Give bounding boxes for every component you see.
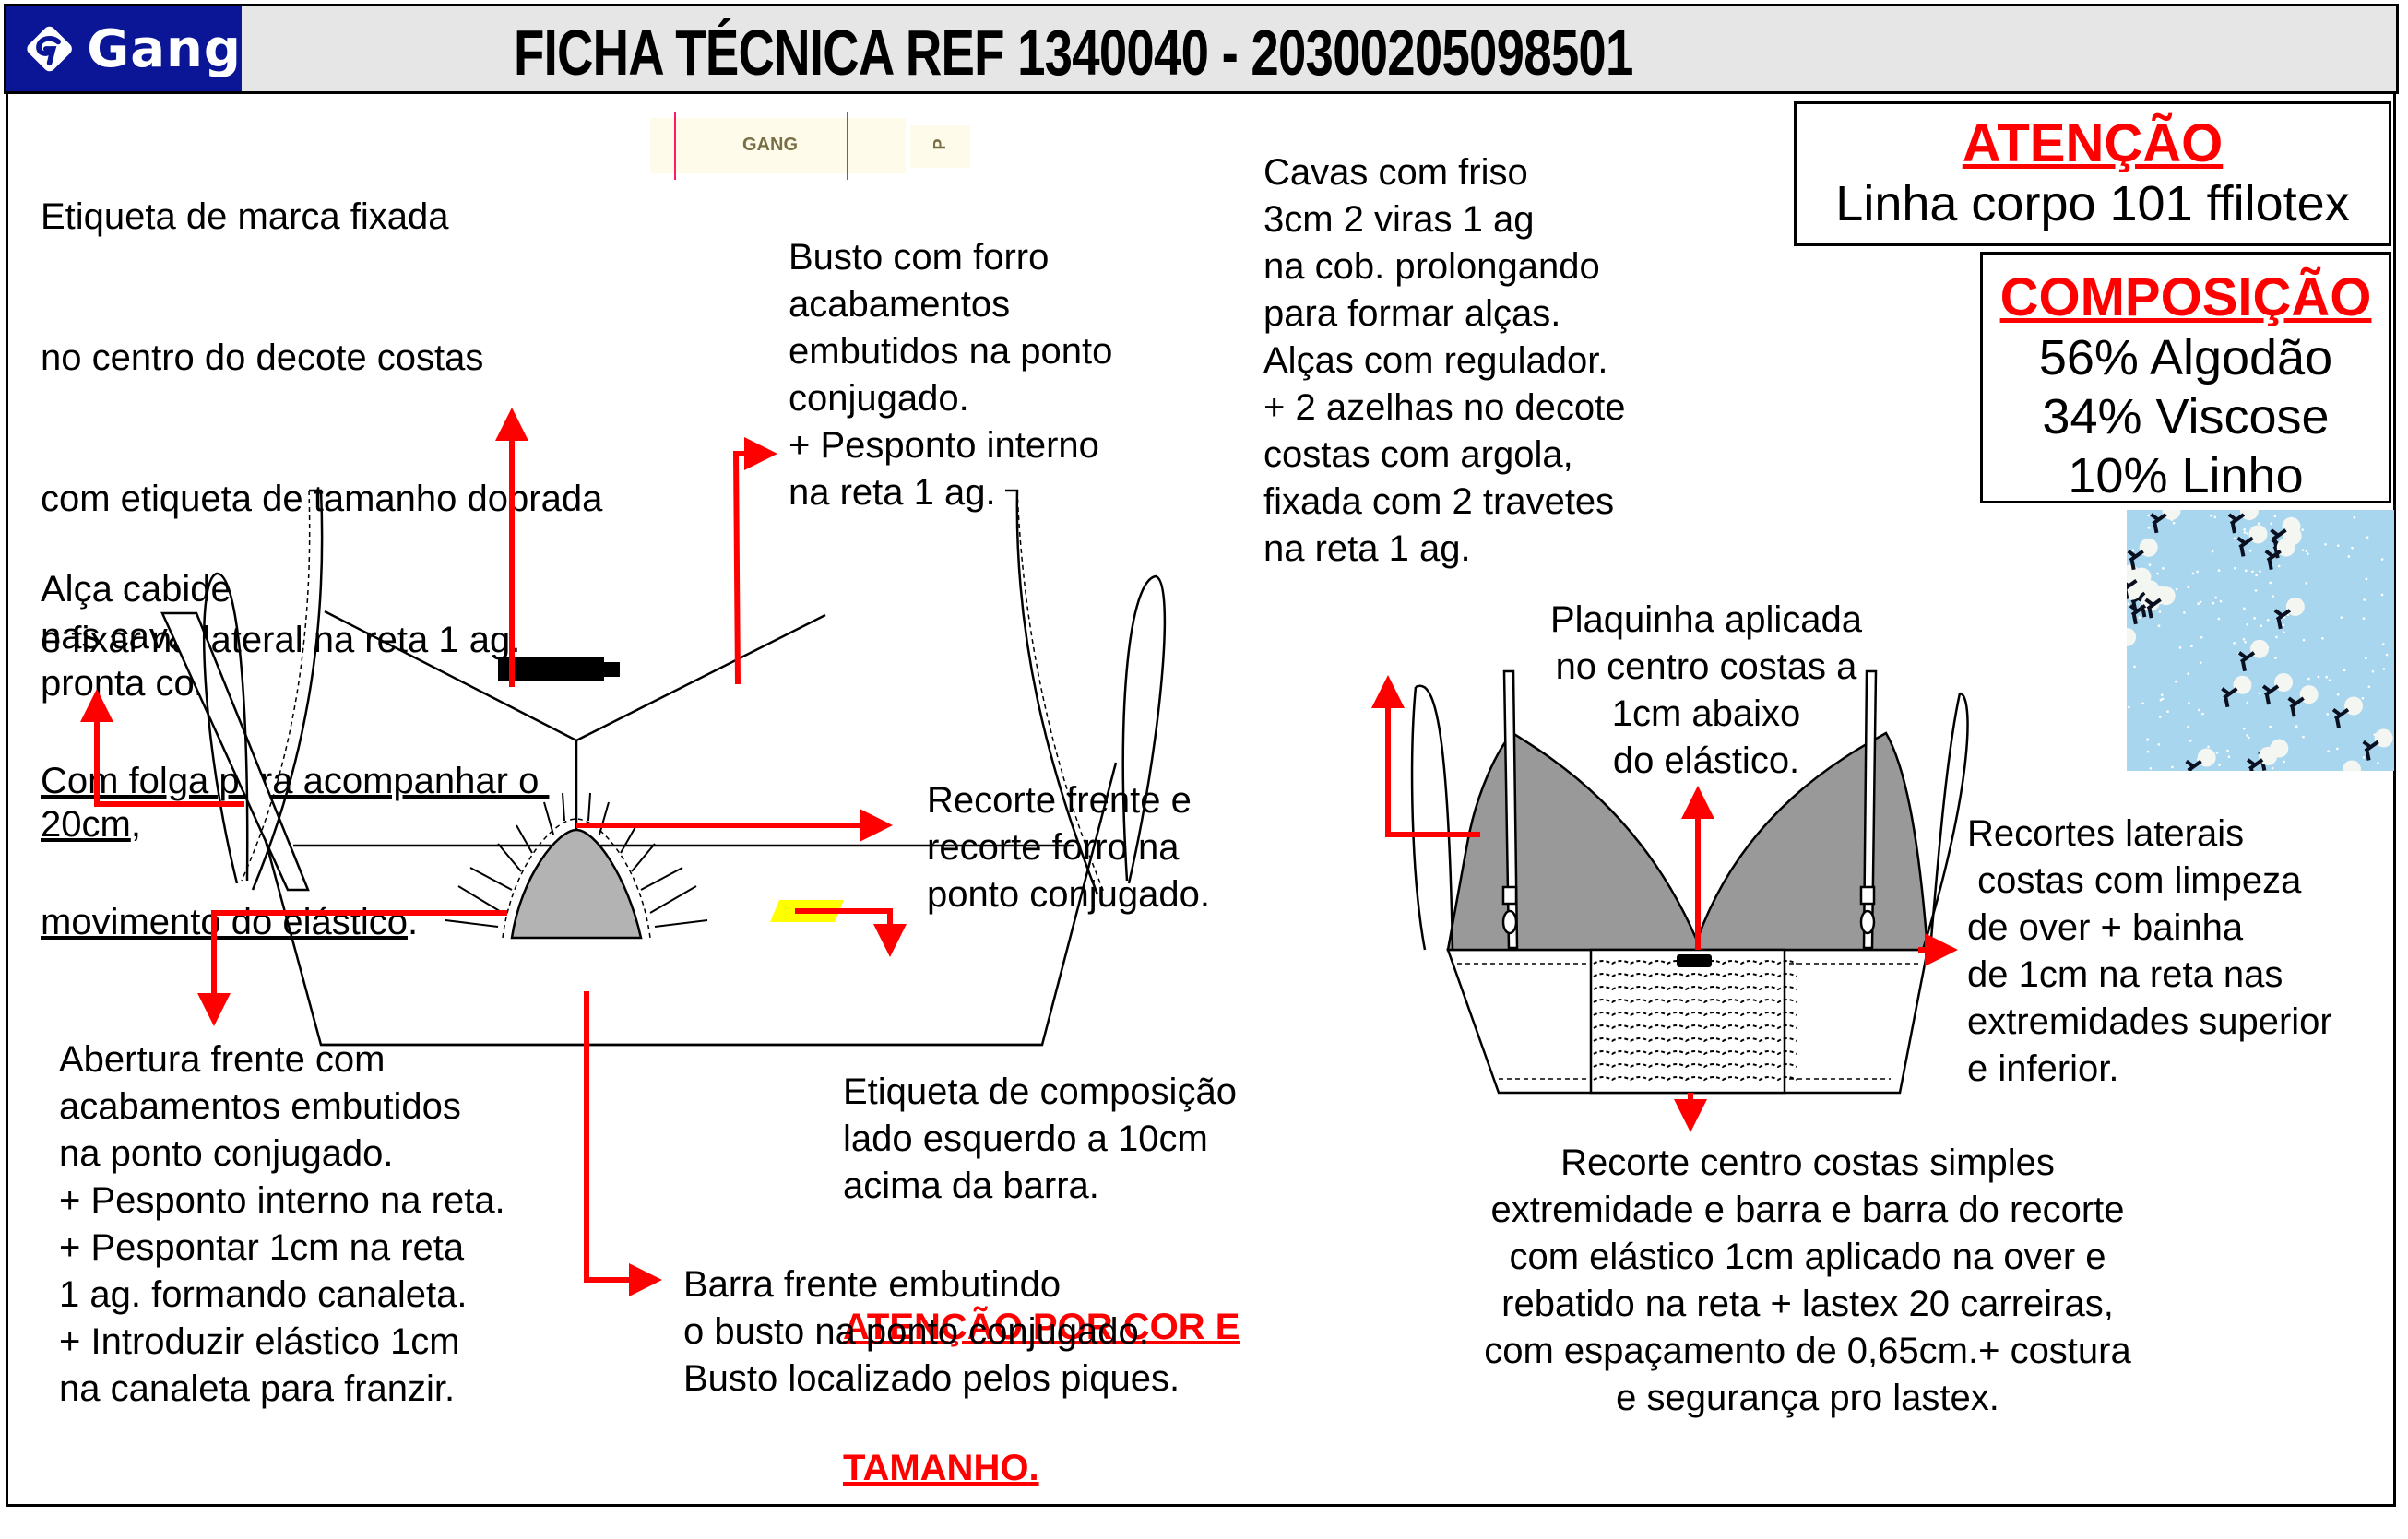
note-front-hem: Barra frente embutindo o busto na ponto … [683, 1264, 1180, 1399]
note-back-center: Recorte centro costas simples extremidad… [1484, 1142, 2131, 1418]
arrow-bust-lining [732, 437, 777, 685]
composition-item: 34% Viscose [2042, 389, 2330, 444]
brand-name: Gang [87, 18, 242, 79]
note-line: movimento do elástico [41, 902, 408, 942]
composition-item: 10% Linho [2068, 448, 2304, 503]
note-underlined: 20cm [41, 804, 131, 845]
note-front-cut: Recorte frente e recorte forro na ponto … [927, 780, 1210, 915]
arrow-hanger-strap [80, 689, 244, 807]
arrow-back-strap [1371, 675, 1480, 837]
sheet-frame [6, 6, 2396, 1507]
note-armholes: Cavas com friso 3cm 2 viras 1 ag na cob.… [1263, 152, 1626, 569]
brand-logo: Gang [6, 6, 242, 91]
note-side-cuts: Recortes laterais costas com limpeza de … [1967, 813, 2332, 1089]
brand-label-text: GANG [742, 135, 798, 155]
note-line: no centro do decote costas [41, 337, 484, 378]
front-opening-gathers [445, 792, 708, 940]
gang-logo-icon [27, 26, 72, 72]
note-line: Etiqueta de marca fixada [41, 196, 449, 237]
note-line: com etiqueta de tamanho dobrada [41, 479, 603, 519]
back-label-marker [498, 657, 604, 681]
composition-item: 56% Algodão [2038, 330, 2333, 385]
brand-label-image: GANG P [650, 112, 970, 180]
composition-box: COMPOSIÇÃO 56% Algodão 34% Viscose 10% L… [1980, 252, 2391, 503]
note-punct: . [1028, 1448, 1039, 1488]
warning-text: TAMANHO [843, 1448, 1029, 1488]
fabric-swatch [2127, 510, 2394, 771]
arrow-front-opening [197, 910, 507, 1026]
header-bar: Gang FICHA TÉCNICA REF 1340040 - 2030020… [4, 4, 2399, 94]
front-garment-drawing [160, 489, 1167, 1047]
note-brand-label: Etiqueta de marca fixada no centro do de… [41, 100, 602, 993]
attention-box: ATENÇÃO Linha corpo 101 ffilotex [1794, 101, 2391, 246]
attention-title: ATENÇÃO [1962, 113, 2224, 173]
note-text: Etiqueta de composição lado esquerdo a 1… [843, 1071, 1237, 1206]
callout-arrows [80, 408, 1958, 1296]
warning-text: ATENÇÃO POR COR E [843, 1307, 1240, 1347]
attention-text: Linha corpo 101 ffilotex [1835, 176, 2350, 231]
note-line: e fixar na lateral na reta 1 ag. [41, 620, 521, 660]
note-bust-lining: Busto com forro acabamentos embutidos na… [789, 237, 1113, 513]
page-title: FICHA TÉCNICA REF 1340040 - 203002050985… [514, 17, 1633, 89]
arrow-front-hem [584, 991, 662, 1296]
note-composition-label: Etiqueta de composição lado esquerdo a 1… [843, 975, 1240, 1539]
note-punct: . [407, 902, 419, 942]
back-garment-drawing [1410, 669, 1969, 1095]
composition-title: COMPOSIÇÃO [1999, 267, 2372, 327]
back-plate-marker [1677, 954, 1712, 967]
arrow-composition-label [795, 908, 907, 957]
floral-print-icon [2127, 510, 2393, 771]
note-back-plate: Plaquinha aplicada no centro costas a 1c… [1549, 599, 1863, 781]
note-front-opening: Abertura frente com acabamentos embutido… [59, 1039, 505, 1409]
note-punct: , [130, 804, 141, 845]
